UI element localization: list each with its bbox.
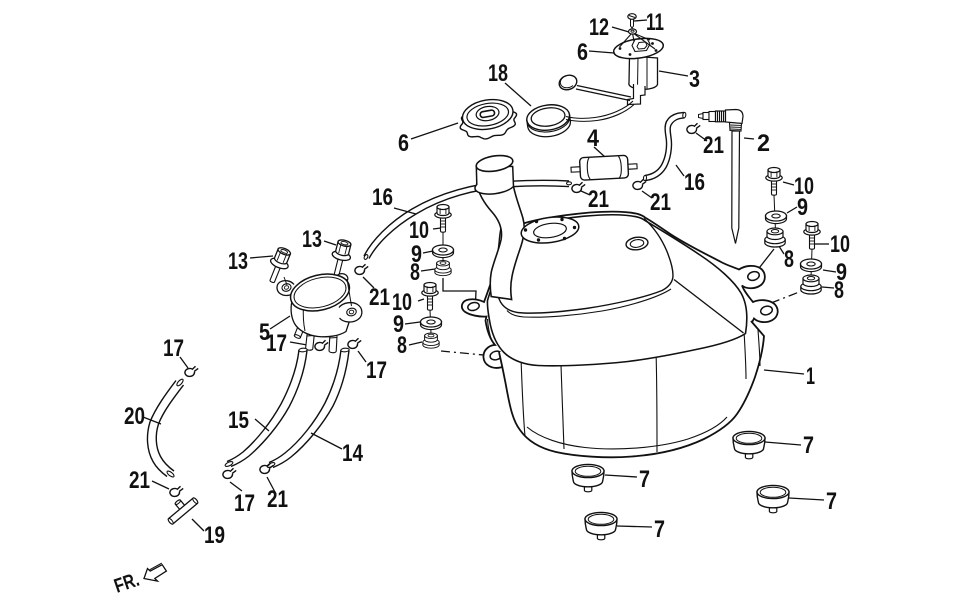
svg-text:3: 3 xyxy=(689,66,700,93)
svg-text:17: 17 xyxy=(163,335,184,362)
svg-text:13: 13 xyxy=(228,248,248,275)
svg-text:18: 18 xyxy=(488,60,508,87)
svg-text:1: 1 xyxy=(806,363,815,390)
svg-text:21: 21 xyxy=(588,186,609,213)
svg-text:21: 21 xyxy=(129,467,150,494)
svg-text:21: 21 xyxy=(267,486,288,513)
svg-text:20: 20 xyxy=(124,403,145,430)
svg-text:21: 21 xyxy=(703,132,724,159)
svg-text:21: 21 xyxy=(650,189,671,216)
svg-text:4: 4 xyxy=(587,125,600,152)
svg-text:6: 6 xyxy=(398,130,409,157)
svg-text:19: 19 xyxy=(204,522,225,549)
svg-text:5: 5 xyxy=(259,319,270,346)
svg-text:21: 21 xyxy=(369,284,390,311)
svg-text:13: 13 xyxy=(302,226,322,253)
svg-text:12: 12 xyxy=(589,14,609,41)
svg-text:7: 7 xyxy=(826,488,837,515)
svg-text:7: 7 xyxy=(639,466,650,493)
svg-text:16: 16 xyxy=(372,184,393,211)
svg-text:10: 10 xyxy=(409,217,429,244)
svg-text:8: 8 xyxy=(834,277,844,304)
svg-text:17: 17 xyxy=(366,357,387,384)
svg-text:17: 17 xyxy=(266,330,287,357)
svg-text:8: 8 xyxy=(784,246,794,273)
svg-text:6: 6 xyxy=(577,39,588,66)
svg-text:14: 14 xyxy=(342,440,364,467)
svg-text:11: 11 xyxy=(646,9,664,36)
svg-text:9: 9 xyxy=(836,259,847,286)
svg-text:8: 8 xyxy=(410,259,420,286)
svg-text:10: 10 xyxy=(794,173,814,200)
svg-text:17: 17 xyxy=(234,490,255,517)
svg-text:16: 16 xyxy=(684,169,705,196)
svg-text:9: 9 xyxy=(411,241,422,268)
svg-text:9: 9 xyxy=(797,194,808,221)
svg-text:2: 2 xyxy=(757,130,770,157)
svg-text:7: 7 xyxy=(803,432,814,459)
svg-text:10: 10 xyxy=(392,289,412,316)
svg-text:9: 9 xyxy=(393,311,404,338)
svg-text:8: 8 xyxy=(397,332,407,359)
svg-text:10: 10 xyxy=(830,231,850,258)
svg-text:15: 15 xyxy=(228,407,249,434)
svg-text:7: 7 xyxy=(654,516,665,543)
